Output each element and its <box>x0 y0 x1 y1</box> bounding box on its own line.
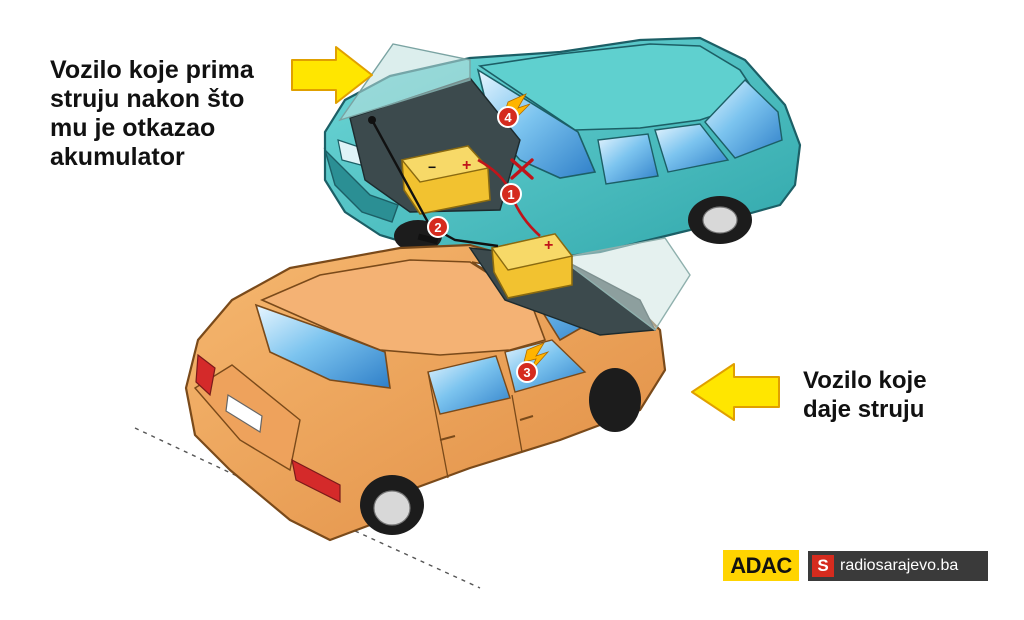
step-marker-1: 1 <box>500 183 522 205</box>
receiving-car-open-hood <box>338 43 471 122</box>
cross-mark-icon <box>510 158 534 180</box>
radiosarajevo-site-name: radiosarajevo.ba <box>840 557 959 574</box>
donor-car-rear-wheel <box>360 475 424 535</box>
receiving-caption-line-4: akumulator <box>50 143 185 171</box>
receiving-caption-line-2: struju nakon što <box>50 85 245 113</box>
receiving-car-rear-wheel <box>688 196 752 244</box>
receiving-car-rear-window <box>704 79 783 159</box>
donor-car <box>184 237 691 542</box>
battery-icon: + <box>490 233 574 299</box>
donor-car-open-hood <box>558 237 691 332</box>
donor-car-taillight-right <box>291 458 341 503</box>
step-marker-4-label: 4 <box>504 110 512 125</box>
adac-logo: ADAC <box>723 550 799 581</box>
ground-clamp-minus-marker <box>417 233 439 245</box>
receiving-caption-line-3: mu je otkazao <box>50 114 216 142</box>
receiving-car <box>323 36 802 264</box>
battery-icon: − + <box>400 145 491 215</box>
donor-car-license-plate <box>225 393 263 434</box>
step-marker-3-label: 3 <box>523 365 530 380</box>
step-marker-1-label: 1 <box>507 187 514 202</box>
donor-car-door-handle <box>439 415 534 441</box>
arrow-left-icon <box>691 363 780 421</box>
receiving-battery-minus: − <box>428 159 436 175</box>
step-marker-4: 4 <box>497 93 531 128</box>
donor-car-side-window-rear <box>427 355 511 415</box>
step-marker-2-label: 2 <box>434 220 441 235</box>
donor-car-door-line <box>427 371 523 479</box>
donor-vehicle-caption: Vozilo koje daje struju <box>803 366 927 424</box>
receiving-vehicle-caption: Vozilo koje prima struju nakon što mu je… <box>50 56 254 172</box>
receiving-car-side-window-rear <box>654 123 730 173</box>
step-marker-2: 2 <box>427 216 449 238</box>
donor-car-rear-window <box>254 303 391 389</box>
donor-car-taillight-left <box>195 353 216 397</box>
radiosarajevo-mark: S <box>812 555 834 577</box>
donor-caption-line-2: daje struju <box>803 396 925 423</box>
donor-car-front-wheel <box>589 368 641 432</box>
arrow-right-icon <box>291 46 373 104</box>
receiving-car-side-window-front <box>597 133 659 185</box>
receiving-car-front-bumper <box>323 147 399 223</box>
receiving-battery-plus: + <box>462 157 471 174</box>
radiosarajevo-logo: S radiosarajevo.ba <box>808 551 988 581</box>
donor-battery-plus: + <box>544 237 553 254</box>
donor-caption-line-1: Vozilo koje <box>803 367 927 394</box>
receiving-caption-line-1: Vozilo koje prima <box>50 56 254 84</box>
step-marker-3: 3 <box>516 342 550 383</box>
